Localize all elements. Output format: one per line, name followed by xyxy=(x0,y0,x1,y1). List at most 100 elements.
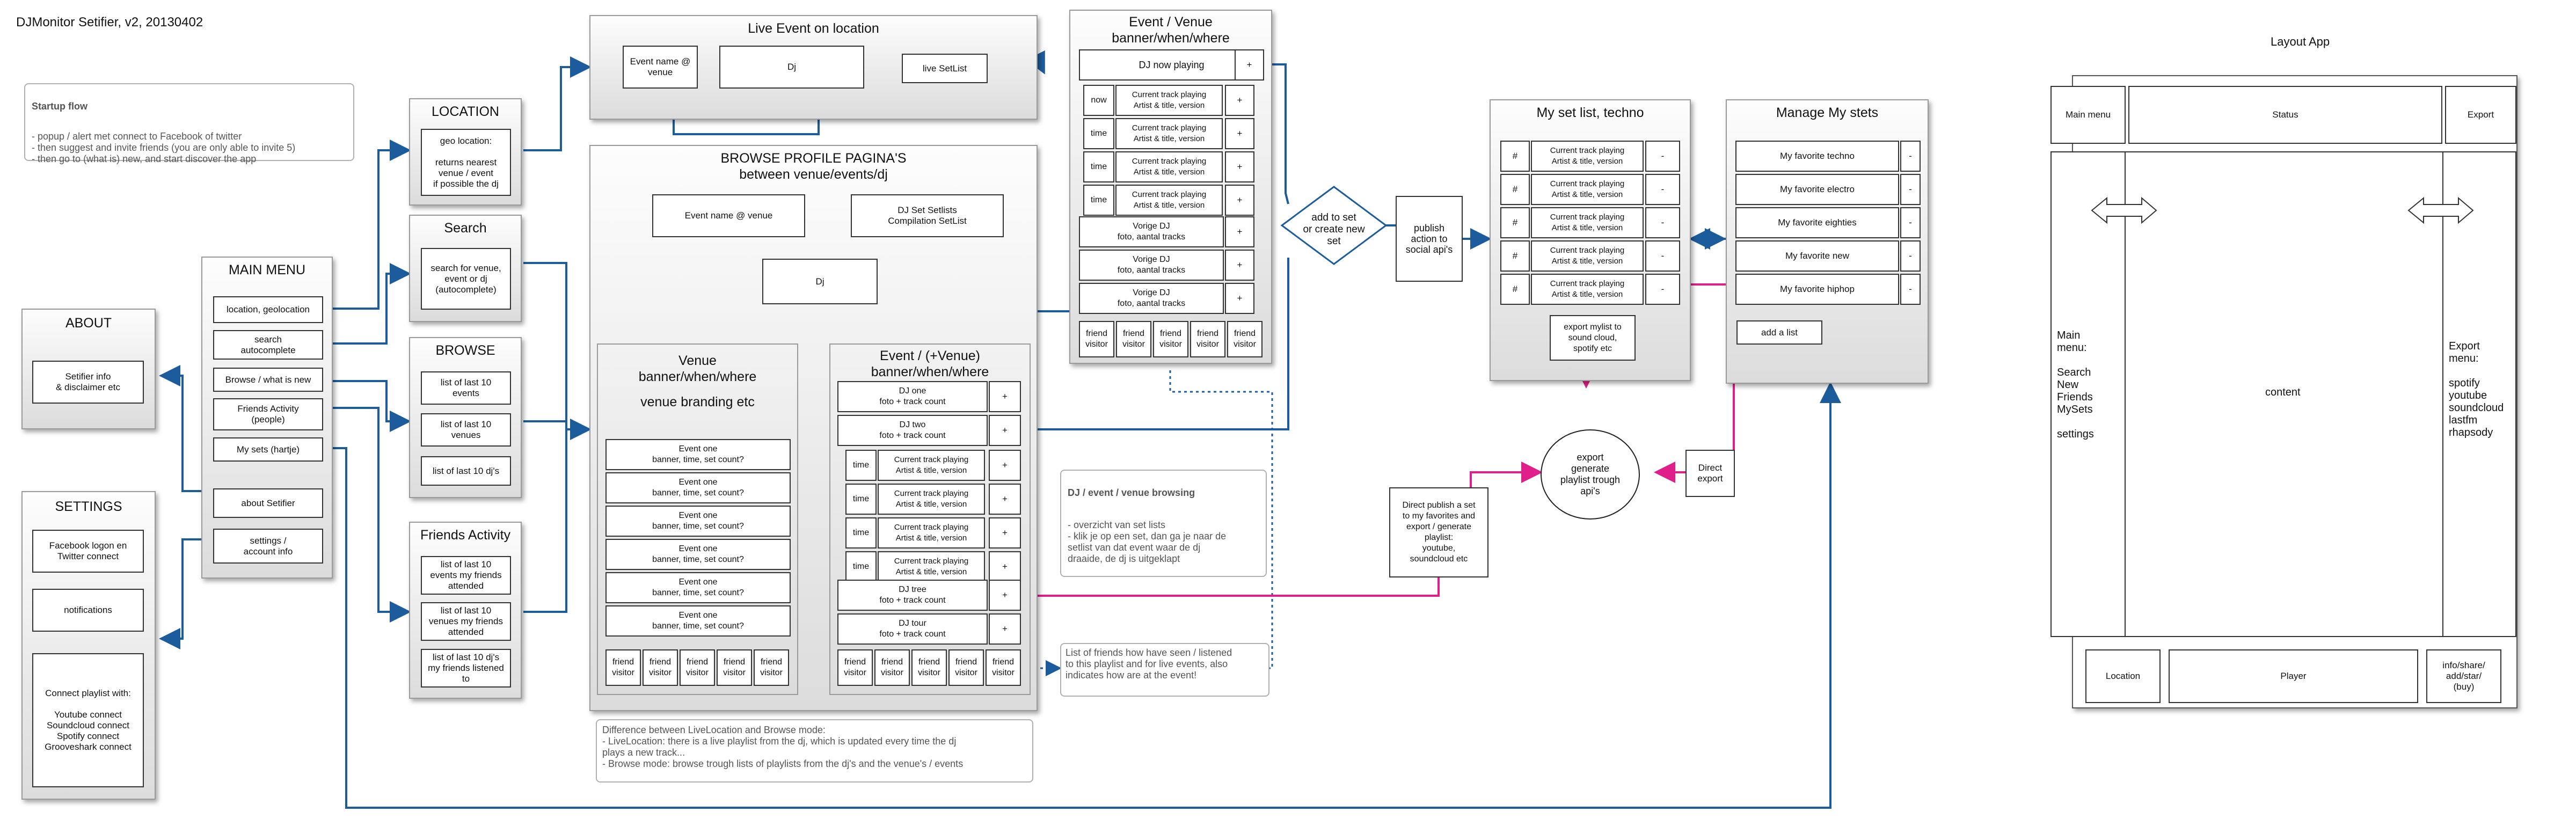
remove-track-button[interactable]: - xyxy=(1645,274,1680,305)
browse-djs[interactable]: list of last 10 dj's xyxy=(421,456,511,486)
top-track-item[interactable]: Current track playing Artist & title, ve… xyxy=(1115,185,1223,216)
set-track-item[interactable]: Current track playing Artist & title, ve… xyxy=(1531,274,1644,305)
search-venue-box[interactable]: search for venue, event or dj (autocompl… xyxy=(421,248,511,310)
about-info-box[interactable]: Setifier info & disclaimer etc xyxy=(32,361,144,404)
set-track-item[interactable]: Current track playing Artist & title, ve… xyxy=(1531,174,1644,205)
menu-my-sets[interactable]: My sets (hartje) xyxy=(213,437,323,462)
event-track-plus-button[interactable]: + xyxy=(989,450,1021,481)
remove-track-button[interactable]: - xyxy=(1645,141,1680,172)
remove-track-button[interactable]: - xyxy=(1645,174,1680,205)
venue-event-item[interactable]: Event one banner, time, set count? xyxy=(605,539,791,570)
settings-social-connect[interactable]: Facebook logon en Twitter connect xyxy=(32,530,144,573)
event-track-plus-button[interactable]: + xyxy=(989,484,1021,515)
settings-playlist-connect[interactable]: Connect playlist with: Youtube connect S… xyxy=(32,653,144,787)
layout-location[interactable]: Location xyxy=(2085,649,2161,703)
live-dj-box[interactable]: Dj xyxy=(719,46,864,89)
top-friend-visitor[interactable]: friend visitor xyxy=(1227,321,1263,357)
top-track-plus-button[interactable]: + xyxy=(1225,118,1254,149)
top-track-item[interactable]: Current track playing Artist & title, ve… xyxy=(1115,151,1223,182)
event-friend-visitor[interactable]: friend visitor xyxy=(837,649,873,686)
venue-friend-visitor[interactable]: friend visitor xyxy=(717,649,752,686)
direct-publish-box[interactable]: Direct publish a set to my favorites and… xyxy=(1389,487,1488,577)
menu-browse[interactable]: Browse / what is new xyxy=(213,368,323,392)
favorite-set-item[interactable]: My favorite electro xyxy=(1735,174,1899,205)
remove-set-button[interactable]: - xyxy=(1900,274,1921,305)
top-friend-visitor[interactable]: friend visitor xyxy=(1116,321,1151,357)
event-track-plus-button[interactable]: + xyxy=(989,517,1021,549)
event-dj-plus-button[interactable]: + xyxy=(989,613,1021,645)
event-dj-plus-button[interactable]: + xyxy=(989,580,1021,611)
set-track-item[interactable]: Current track playing Artist & title, ve… xyxy=(1531,141,1644,172)
add-to-set-label[interactable]: add to set or create new set xyxy=(1303,212,1365,247)
layout-player[interactable]: Player xyxy=(2169,649,2418,703)
top-friend-visitor[interactable]: friend visitor xyxy=(1153,321,1188,357)
direct-export-box[interactable]: Direct export xyxy=(1685,450,1735,497)
remove-set-button[interactable]: - xyxy=(1900,141,1921,172)
remove-set-button[interactable]: - xyxy=(1900,207,1921,238)
previous-dj-item[interactable]: Vorige DJ foto, aantal tracks xyxy=(1079,283,1224,314)
layout-export[interactable]: Export xyxy=(2445,86,2516,144)
top-track-item[interactable]: Current track playing Artist & title, ve… xyxy=(1115,118,1223,149)
event-dj-item[interactable]: DJ tour foto + track count xyxy=(837,613,988,645)
event-dj-item[interactable]: DJ one foto + track count xyxy=(837,381,988,412)
previous-dj-item[interactable]: Vorige DJ foto, aantal tracks xyxy=(1079,250,1224,281)
favorite-set-item[interactable]: My favorite eighties xyxy=(1735,207,1899,238)
top-friend-visitor[interactable]: friend visitor xyxy=(1190,321,1225,357)
event-track-plus-button[interactable]: + xyxy=(989,551,1021,582)
favorite-set-item[interactable]: My favorite techno xyxy=(1735,141,1899,172)
venue-friend-visitor[interactable]: friend visitor xyxy=(605,649,641,686)
collapse-right-arrow-icon[interactable] xyxy=(2407,196,2475,225)
menu-about[interactable]: about Setifier xyxy=(213,488,323,518)
friends-djs[interactable]: list of last 10 dj's my friends listened… xyxy=(421,649,511,688)
top-track-plus-button[interactable]: + xyxy=(1225,185,1254,216)
event-friend-visitor[interactable]: friend visitor xyxy=(948,649,984,686)
top-track-plus-button[interactable]: + xyxy=(1225,85,1254,116)
profile-dj-box[interactable]: Dj xyxy=(762,259,878,304)
event-friend-visitor[interactable]: friend visitor xyxy=(986,649,1021,686)
friends-events[interactable]: list of last 10 events my friends attend… xyxy=(421,556,511,595)
live-event-name-box[interactable]: Event name @ venue xyxy=(623,46,698,89)
export-mylist-box[interactable]: export mylist to sound cloud, spotify et… xyxy=(1550,315,1636,361)
event-track-item[interactable]: Current track playing Artist & title, ve… xyxy=(878,484,985,515)
friends-venues[interactable]: list of last 10 venues my friends attend… xyxy=(421,602,511,641)
layout-right-menu[interactable]: Export menu: spotify youtube soundcloud … xyxy=(2449,340,2504,438)
event-dj-plus-button[interactable]: + xyxy=(989,381,1021,412)
add-list-button[interactable]: add a list xyxy=(1736,320,1822,345)
event-track-item[interactable]: Current track playing Artist & title, ve… xyxy=(878,551,985,582)
venue-event-item[interactable]: Event one banner, time, set count? xyxy=(605,472,791,503)
previous-dj-item[interactable]: Vorige DJ foto, aantal tracks xyxy=(1079,216,1224,247)
layout-main-menu[interactable]: Main menu xyxy=(2050,86,2126,144)
profile-event-box[interactable]: Event name @ venue xyxy=(652,194,805,237)
venue-event-item[interactable]: Event one banner, time, set count? xyxy=(605,572,791,603)
collapse-left-arrow-icon[interactable] xyxy=(2091,196,2158,225)
profile-dj-sets-box[interactable]: DJ Set Setlists Compilation SetList xyxy=(851,194,1004,237)
favorite-set-item[interactable]: My favorite new xyxy=(1735,240,1899,272)
export-generate-circle[interactable]: export generate playlist trough api's xyxy=(1541,429,1640,520)
event-friend-visitor[interactable]: friend visitor xyxy=(874,649,910,686)
event-dj-item[interactable]: DJ two foto + track count xyxy=(837,415,988,446)
venue-friend-visitor[interactable]: friend visitor xyxy=(754,649,789,686)
remove-set-button[interactable]: - xyxy=(1900,240,1921,272)
dj-now-playing[interactable]: DJ now playing xyxy=(1079,49,1264,81)
remove-track-button[interactable]: - xyxy=(1645,207,1680,238)
menu-friends-activity[interactable]: Friends Activity (people) xyxy=(213,398,323,430)
layout-left-menu[interactable]: Main menu: Search New Friends MySets set… xyxy=(2057,330,2094,440)
live-setlist-box[interactable]: live SetList xyxy=(902,54,988,83)
venue-event-item[interactable]: Event one banner, time, set count? xyxy=(605,506,791,537)
event-dj-item[interactable]: DJ tree foto + track count xyxy=(837,580,988,611)
layout-share[interactable]: info/share/ add/star/ (buy) xyxy=(2426,649,2501,703)
venue-friend-visitor[interactable]: friend visitor xyxy=(643,649,678,686)
now-playing-plus-button[interactable]: + xyxy=(1235,49,1264,81)
top-track-item[interactable]: Current track playing Artist & title, ve… xyxy=(1115,85,1223,116)
remove-track-button[interactable]: - xyxy=(1645,240,1680,272)
menu-location[interactable]: location, geolocation xyxy=(213,296,323,323)
set-track-item[interactable]: Current track playing Artist & title, ve… xyxy=(1531,240,1644,272)
set-track-item[interactable]: Current track playing Artist & title, ve… xyxy=(1531,207,1644,238)
previous-dj-plus-button[interactable]: + xyxy=(1225,216,1254,247)
event-track-item[interactable]: Current track playing Artist & title, ve… xyxy=(878,450,985,481)
remove-set-button[interactable]: - xyxy=(1900,174,1921,205)
menu-settings[interactable]: settings / account info xyxy=(213,529,323,564)
top-track-plus-button[interactable]: + xyxy=(1225,151,1254,182)
browse-events[interactable]: list of last 10 events xyxy=(421,371,511,405)
settings-notifications[interactable]: notifications xyxy=(32,589,144,632)
